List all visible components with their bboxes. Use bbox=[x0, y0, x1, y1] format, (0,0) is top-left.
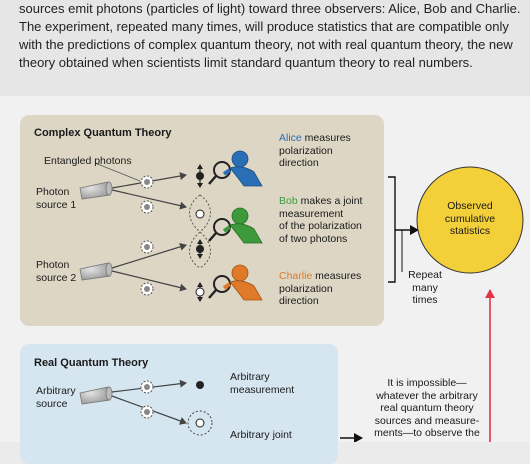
statistics-circle bbox=[416, 166, 524, 274]
label-line: polarization bbox=[279, 282, 333, 295]
polarization-alice-icon bbox=[196, 164, 204, 188]
beam-arrow bbox=[111, 270, 187, 292]
photon-icon bbox=[140, 240, 154, 254]
label-line: ments—to observe the bbox=[374, 427, 480, 439]
label-line: whatever the arbitrary bbox=[376, 389, 478, 402]
alice-observer-icon bbox=[208, 150, 263, 187]
entangled-photons-label: Entangled photons bbox=[44, 155, 132, 167]
photon-icon bbox=[140, 380, 154, 394]
measurement-dot-icon bbox=[196, 381, 204, 389]
label-line: source 2 bbox=[36, 271, 77, 284]
label-line: source 1 bbox=[36, 198, 77, 211]
label-line: Arbitrary bbox=[36, 385, 76, 397]
label-line: real quantum theory bbox=[380, 402, 474, 414]
photon-icon bbox=[140, 405, 154, 419]
label-text: measures bbox=[301, 132, 351, 144]
label-line: cumulative bbox=[444, 212, 496, 225]
arbitrary-measurement-label: Arbitrary measurement bbox=[230, 371, 294, 396]
joint-measurement-icon bbox=[187, 410, 213, 436]
beam-arrow bbox=[111, 189, 187, 210]
result-bracket bbox=[388, 176, 419, 283]
label-line: many bbox=[412, 281, 438, 294]
label-line: Charlie measures bbox=[279, 270, 361, 283]
label-line: statistics bbox=[449, 225, 491, 237]
diagram-graphics bbox=[79, 150, 524, 442]
statistics-label: Observed cumulative statistics bbox=[420, 200, 520, 238]
label-line: Alice measures bbox=[279, 132, 351, 145]
label-text: makes a joint bbox=[297, 195, 363, 207]
label-line: Photon bbox=[36, 186, 70, 198]
label-line: measurement bbox=[279, 207, 344, 220]
label-line: sources and measure- bbox=[374, 414, 480, 427]
entangled-pair-icon bbox=[189, 194, 211, 269]
label-line: source bbox=[36, 397, 68, 410]
bob-description: Bob makes a joint measurement of the pol… bbox=[279, 195, 362, 245]
label-line: Photon bbox=[36, 259, 70, 271]
label-line: direction bbox=[279, 157, 319, 169]
photon-source-1-icon bbox=[79, 181, 113, 200]
arbitrary-source-icon bbox=[79, 386, 113, 405]
intro-panel: sources emit photons (particles of light… bbox=[0, 0, 530, 96]
label-line: measurement bbox=[230, 383, 295, 396]
photon-source-2-label: Photon source 2 bbox=[36, 259, 76, 284]
alice-description: Alice measures polarization direction bbox=[279, 132, 351, 170]
arbitrary-joint-label: Arbitrary joint bbox=[230, 429, 292, 442]
charlie-description: Charlie measures polarization direction bbox=[279, 270, 361, 308]
real-theory-title: Real Quantum Theory bbox=[34, 357, 149, 369]
impossible-text: It is impossible— whatever the arbitrary… bbox=[368, 377, 486, 440]
label-line: Observed bbox=[447, 200, 493, 212]
label-line: Arbitrary bbox=[230, 371, 270, 383]
arbitrary-source-label: Arbitrary source bbox=[36, 385, 76, 410]
intro-line: sources emit photons (particles of light… bbox=[19, 1, 521, 16]
alice-name: Alice bbox=[279, 132, 302, 144]
repeat-label: Repeat many times bbox=[407, 269, 443, 307]
label-line: direction bbox=[279, 295, 319, 307]
label-line: Repeat bbox=[408, 269, 442, 281]
intro-line: with the predictions of complex quantum … bbox=[19, 37, 513, 52]
label-line: It is impossible— bbox=[387, 377, 467, 389]
bob-name: Bob bbox=[279, 195, 298, 207]
label-line: Bob makes a joint bbox=[279, 195, 362, 208]
polarization-charlie-icon bbox=[195, 282, 205, 302]
label-line: times bbox=[412, 294, 438, 306]
photon-icon bbox=[140, 200, 154, 214]
intro-line: The experiment, repeated many times, wil… bbox=[19, 19, 509, 34]
label-line: of two photons bbox=[279, 232, 348, 245]
charlie-name: Charlie bbox=[279, 270, 313, 282]
intro-text: sources emit photons (particles of light… bbox=[19, 0, 521, 72]
charlie-observer-icon bbox=[208, 264, 263, 301]
complex-theory-title: Complex Quantum Theory bbox=[34, 127, 172, 139]
intro-line: theory obtained when scientists limit st… bbox=[19, 55, 473, 70]
beam-arrow bbox=[111, 242, 187, 269]
photon-source-2-icon bbox=[79, 262, 113, 281]
photon-icon bbox=[140, 282, 154, 296]
photon-source-1-label: Photon source 1 bbox=[36, 186, 76, 211]
label-line: of the polarization bbox=[279, 220, 362, 232]
label-line: Arbitrary joint bbox=[230, 429, 292, 441]
photon-icon bbox=[140, 175, 154, 189]
label-line: polarization bbox=[279, 144, 333, 157]
pointer-line bbox=[94, 162, 141, 182]
label-text: measures bbox=[312, 270, 362, 282]
bob-observer-icon bbox=[208, 207, 263, 244]
